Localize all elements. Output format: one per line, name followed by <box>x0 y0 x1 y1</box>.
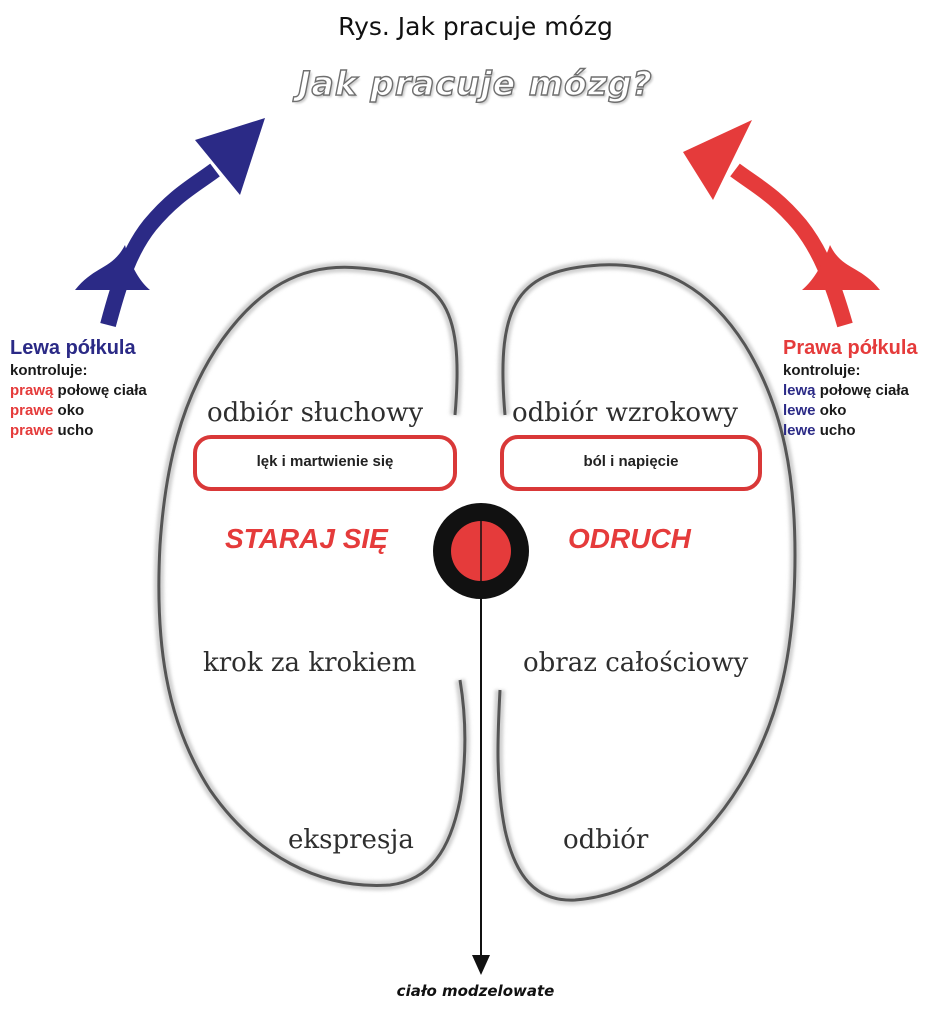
right-middle-label: obraz całościowy <box>523 648 748 678</box>
left-panel-heading: Lewa półkula <box>10 335 200 361</box>
left-emphasis: STARAJ SIĘ <box>225 523 388 555</box>
left-bottom-label: ekspresja <box>288 825 414 855</box>
right-panel: Prawa półkula kontroluje: lewą połowę ci… <box>783 335 951 441</box>
left-panel-item: prawe ucho <box>10 421 200 441</box>
right-bottom-label: odbiór <box>563 825 648 855</box>
right-panel-item: lewe ucho <box>783 421 951 441</box>
right-panel-item: lewą połowę ciała <box>783 381 951 401</box>
left-middle-label: krok za krokiem <box>203 648 416 678</box>
left-panel: Lewa półkula kontroluje: prawą połowę ci… <box>10 335 200 441</box>
right-box-label: ból i napięcie <box>502 453 760 470</box>
right-emphasis: ODRUCH <box>568 523 691 555</box>
left-panel-item: prawą połowę ciała <box>10 381 200 401</box>
left-top-label: odbiór słuchowy <box>207 398 423 428</box>
right-hemisphere-outline <box>498 265 795 900</box>
left-box-label: lęk i martwienie się <box>195 453 455 470</box>
left-panel-item: prawe oko <box>10 401 200 421</box>
down-arrow-icon <box>472 581 490 975</box>
right-panel-heading: Prawa półkula <box>783 335 951 361</box>
right-top-label: odbiór wzrokowy <box>512 398 738 428</box>
right-panel-item: lewe oko <box>783 401 951 421</box>
left-panel-controls: kontroluje: <box>10 361 200 381</box>
right-arrow-icon <box>683 120 880 325</box>
corpus-callosum-label: ciało modzelowate <box>0 982 951 1000</box>
left-hemisphere-outline <box>159 267 465 885</box>
right-panel-controls: kontroluje: <box>783 361 951 381</box>
left-arrow-icon <box>75 118 265 325</box>
